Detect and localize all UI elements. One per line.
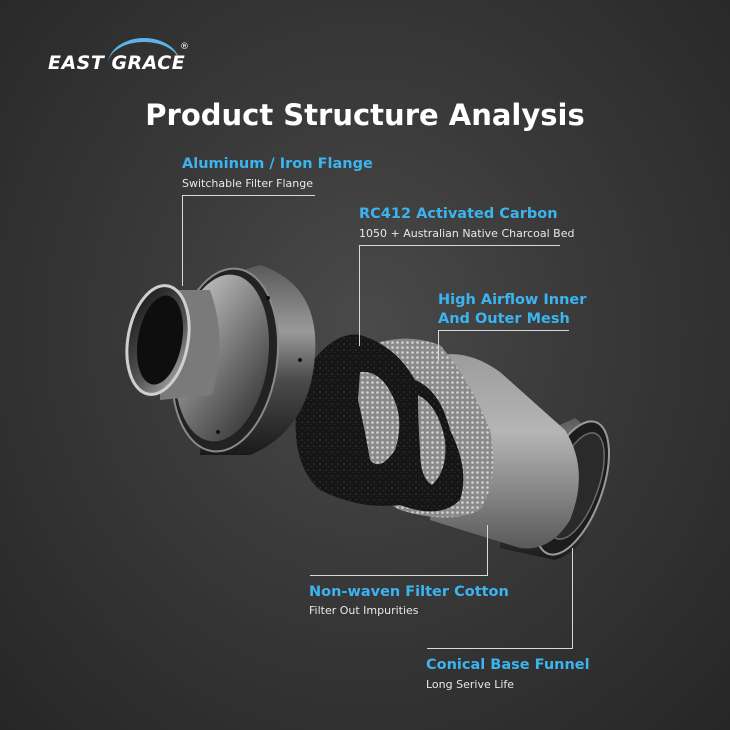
carbon-bed <box>295 334 464 512</box>
mesh-label-title-line1: High Airflow Inner <box>438 292 587 308</box>
mesh-leader-line <box>438 330 569 361</box>
flange-leader-line <box>182 195 315 286</box>
carbon-label-subtitle: 1050 + Australian Native Charcoal Bed <box>359 227 575 240</box>
cotton-label-subtitle: Filter Out Impurities <box>309 604 419 617</box>
brand-logo: EAST GRACE ® <box>48 38 198 78</box>
flange-label-title: Aluminum / Iron Flange <box>182 156 373 172</box>
flange-label-subtitle: Switchable Filter Flange <box>182 177 313 190</box>
page-title: Product Structure Analysis <box>145 98 585 132</box>
brand-name: EAST GRACE <box>48 52 186 74</box>
cotton-leader-line <box>310 525 488 576</box>
mesh-label-title-line2: And Outer Mesh <box>438 311 570 327</box>
funnel-label-title: Conical Base Funnel <box>426 657 590 673</box>
pipe-collar <box>125 284 220 400</box>
funnel-leader-line <box>427 548 573 649</box>
registered-mark: ® <box>180 42 189 52</box>
logo-arc-icon <box>108 38 180 64</box>
cotton-label-title: Non-waven Filter Cotton <box>309 584 509 600</box>
carbon-leader-line <box>359 245 560 346</box>
carbon-label-title: RC412 Activated Carbon <box>359 206 558 222</box>
funnel-label-subtitle: Long Serive Life <box>426 678 515 691</box>
